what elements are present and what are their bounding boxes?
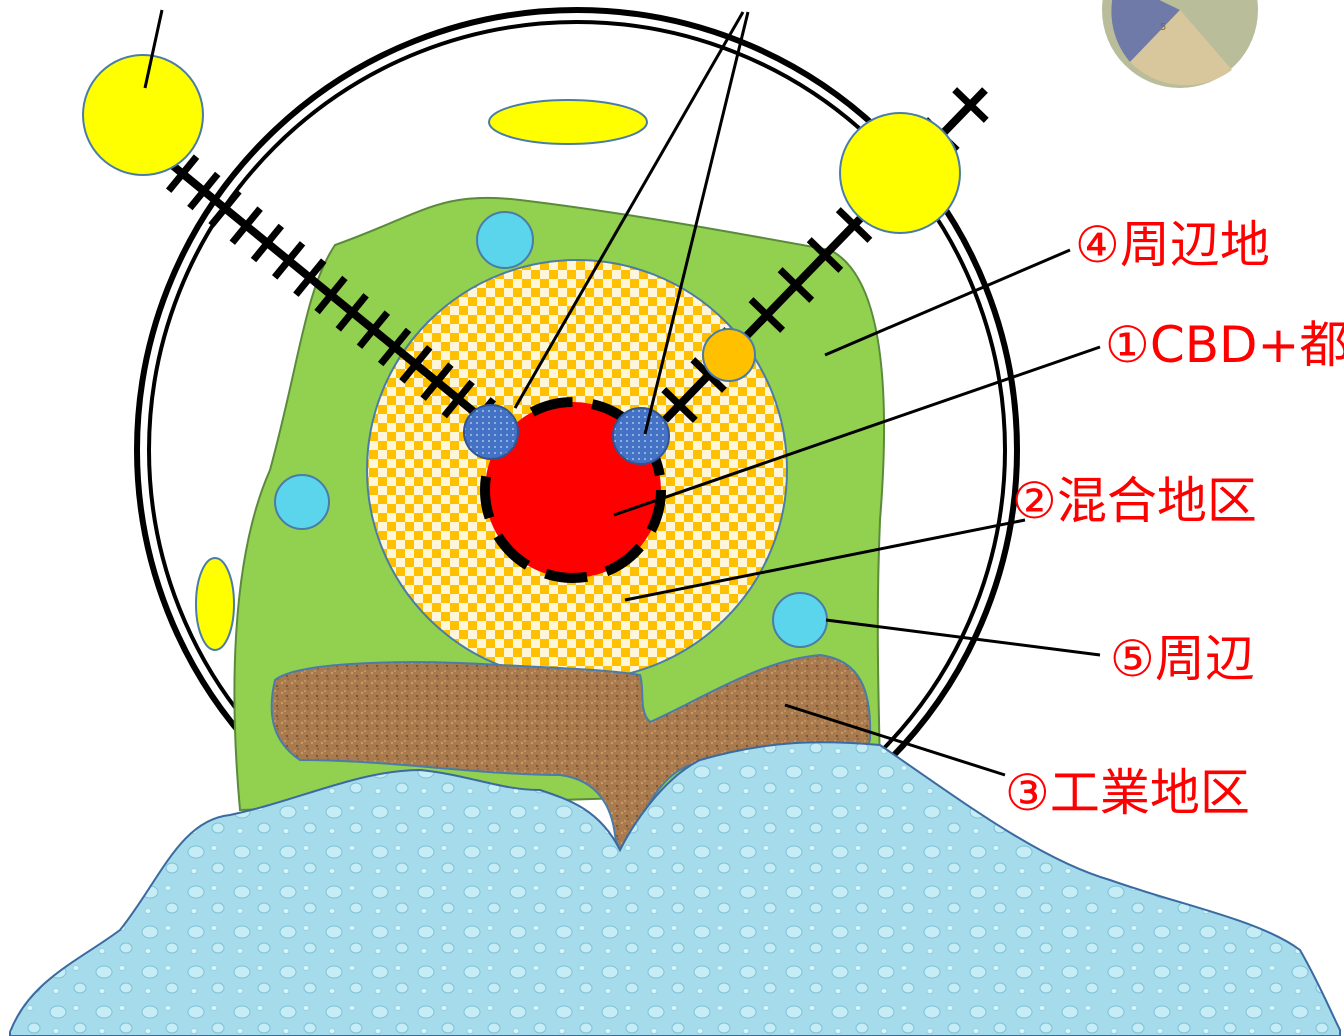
railway-tie (748, 297, 786, 333)
railway-tie (690, 357, 727, 393)
railway-tie (441, 379, 475, 419)
satellite-city-northeast (839, 112, 961, 234)
railway-tie (377, 327, 412, 367)
railway-tie (835, 207, 873, 243)
railway-tie (335, 293, 369, 332)
railway-tie (250, 223, 285, 263)
railway-tie (399, 345, 433, 384)
label-industrial: ③工業地区 (1005, 764, 1250, 822)
station-west (463, 404, 519, 460)
leader-lines (143, 9, 1101, 777)
svg-text:5: 5 (1160, 22, 1166, 33)
sea-area (9, 741, 1341, 1036)
railway-tie (229, 206, 263, 245)
local-center-southeast (772, 592, 828, 648)
label-local-center: ⑤周辺 (1110, 630, 1255, 688)
satellite-city-northwest (82, 54, 204, 176)
satellite-town-north (488, 99, 648, 145)
railway-tie (208, 189, 242, 228)
railway-tie (420, 362, 454, 401)
railway-tie (661, 387, 698, 423)
railway-tie (165, 154, 200, 193)
railway-tie (806, 237, 844, 273)
local-center-west (274, 474, 330, 530)
railway-tie (777, 267, 815, 303)
railway-tie (952, 87, 989, 123)
local-center-north (476, 211, 534, 269)
station-east (612, 407, 670, 465)
pie-chart-thumbnail-icon: 5 (1102, 0, 1258, 88)
railway-tie (271, 241, 306, 280)
label-mixed: ②混合地区 (1012, 472, 1257, 530)
railway-tie (356, 310, 391, 349)
railway-tie (187, 171, 221, 211)
label-suburban: ④周辺地 (1075, 216, 1270, 274)
label-cbd: ①CBD+都 (1105, 316, 1344, 374)
satellite-town-west (195, 557, 235, 651)
suburban-subcenter (702, 328, 756, 382)
railway-tie (314, 275, 348, 315)
railway-tie (293, 258, 327, 297)
